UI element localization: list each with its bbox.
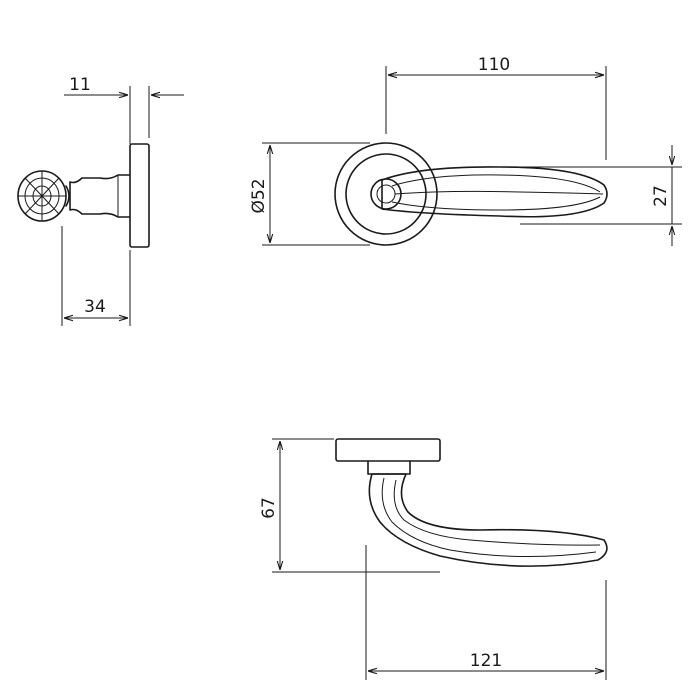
- fluted-knob: [17, 170, 70, 222]
- dimension-110-label: 110: [478, 55, 510, 75]
- neck-side: [69, 174, 131, 218]
- dimension-diameter-52-label: Ø52: [249, 178, 269, 213]
- dimension-11-label: 11: [69, 75, 91, 95]
- dimension-34-label: 34: [84, 297, 106, 317]
- lever-front: [381, 166, 608, 218]
- dimension-121: 121: [365, 545, 607, 680]
- neck-bottom: [367, 460, 411, 475]
- bottom-view: 67 121: [259, 438, 608, 680]
- dimension-11: 11: [64, 75, 184, 144]
- dimension-27-label: 27: [651, 185, 671, 207]
- lever-bottom: [368, 473, 608, 567]
- rose-plate-bottom: [335, 438, 441, 462]
- dimension-diameter-52: Ø52: [249, 142, 370, 246]
- hub-inner: [376, 184, 396, 204]
- dimension-67: 67: [259, 438, 440, 573]
- dimension-110: 110: [385, 55, 607, 160]
- rose-inner: [345, 153, 427, 235]
- dimension-34: 34: [61, 226, 131, 326]
- dimension-121-label: 121: [470, 651, 502, 671]
- dimension-27: 27: [520, 145, 682, 246]
- front-view: 110 Ø52 27: [249, 55, 682, 246]
- rose-plate-side: [129, 143, 150, 248]
- rose-outer: [334, 142, 438, 246]
- dimension-67-label: 67: [259, 497, 279, 519]
- side-view: 11 34: [17, 75, 184, 326]
